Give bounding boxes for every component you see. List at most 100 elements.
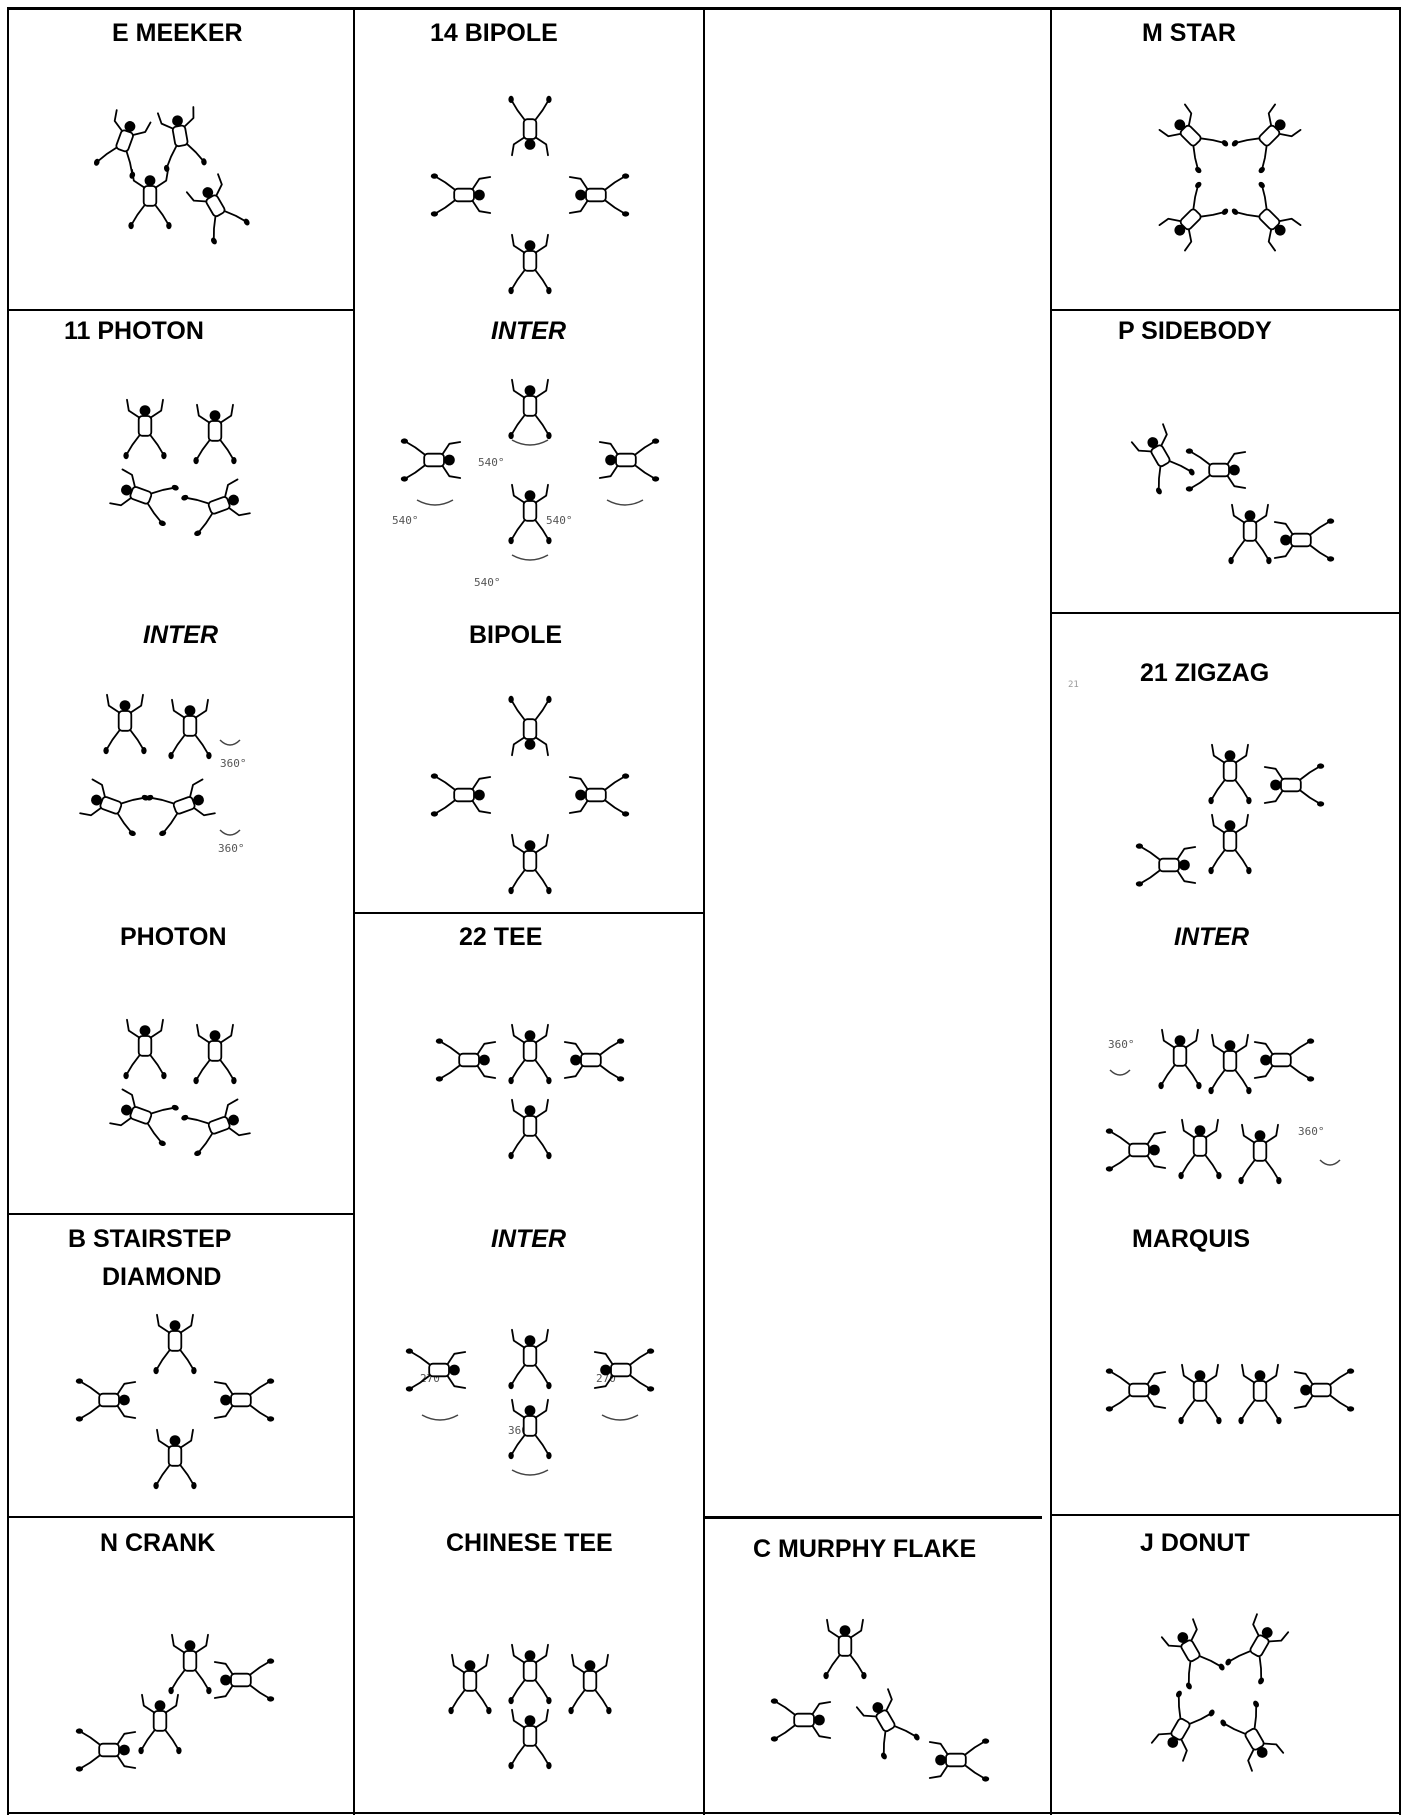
label-21-zigzag: 21 ZIGZAG [1140, 658, 1269, 688]
skydiver-figure [508, 1710, 551, 1769]
skydiver-figure [1265, 763, 1324, 806]
skydiver-figure [431, 773, 490, 816]
diagram-chinese-tee [380, 1600, 680, 1780]
row-divider-c4-2 [1050, 612, 1401, 614]
label-inter-photon: INTER [143, 620, 218, 650]
skydiver-figure [1178, 1120, 1221, 1179]
skydiver-figure [79, 776, 150, 837]
rotation-arrow [220, 830, 240, 835]
diagram-inter-photon [30, 680, 330, 880]
skydiver-figure [1231, 181, 1304, 254]
label-inter-tee: INTER [491, 1224, 566, 1254]
diagram-inter-zigzag [1080, 1000, 1380, 1190]
col-divider-1 [353, 7, 355, 1815]
stray-mark: 21 [1068, 680, 1079, 690]
skydiver-figure [508, 1025, 551, 1084]
diagram-11-photon [30, 380, 330, 560]
skydiver-figure [168, 1635, 211, 1694]
skydiver-figure [1231, 102, 1304, 175]
rotation-arrow [512, 440, 548, 445]
skydiver-figure [1238, 1125, 1281, 1184]
skydiver-figure [1106, 1128, 1165, 1171]
skydiver-figure [431, 173, 490, 216]
diagram-bipole [380, 690, 680, 900]
diagram-inter-bipole [380, 360, 680, 590]
rotation-arrow [220, 740, 240, 745]
label-inter-zigzag: INTER [1174, 922, 1249, 952]
skydiver-figure [215, 1658, 274, 1701]
skydiver-figure [109, 1086, 180, 1147]
skydiver-figure [145, 776, 216, 837]
skydiver-figure [436, 1038, 495, 1081]
row-divider-c3-1 [703, 1516, 1042, 1519]
diagram-21-zigzag [1080, 730, 1380, 910]
label-chinese-tee: CHINESE TEE [446, 1528, 613, 1558]
skydiver-figure [570, 773, 629, 816]
skydiver-figure [154, 106, 207, 172]
skydiver-figure [76, 1728, 135, 1771]
skydiver-figure [1149, 1690, 1216, 1763]
diagram-j-donut [1080, 1590, 1380, 1800]
skydiver-figure [401, 438, 460, 481]
rotation-arrow [512, 555, 548, 560]
skydiver-figure [570, 173, 629, 216]
row-divider-c1-2 [7, 1213, 355, 1215]
skydiver-figure [508, 485, 551, 544]
skydiver-figure [168, 700, 211, 759]
skydiver-figure [930, 1738, 989, 1781]
skydiver-figure [823, 1620, 866, 1679]
skydiver-figure [1208, 745, 1251, 804]
col-divider-2 [703, 7, 705, 1815]
skydiver-figure [128, 170, 171, 229]
skydiver-figure [508, 835, 551, 894]
skydiver-figure [123, 1020, 166, 1079]
label-inter-bipole: INTER [491, 316, 566, 346]
label-marquis: MARQUIS [1132, 1224, 1250, 1254]
skydiver-figure [1186, 448, 1245, 491]
diagram-p-sidebody [1080, 400, 1380, 580]
skydiver-figure [508, 696, 551, 755]
skydiver-figure [1136, 843, 1195, 886]
rotation-arrow [1110, 1070, 1130, 1075]
border-right [1399, 7, 1401, 1815]
skydiver-figure [508, 1400, 551, 1459]
label-m-star: M STAR [1142, 18, 1236, 48]
diagram-n-crank [30, 1600, 330, 1800]
skydiver-figure [180, 1096, 251, 1157]
skydiver-figure [76, 1378, 135, 1421]
skydiver-figure [508, 380, 551, 439]
skydiver-figure [508, 96, 551, 155]
col-divider-3 [1050, 7, 1052, 1815]
skydiver-figure [153, 1430, 196, 1489]
row-divider-c1-3 [7, 1516, 355, 1518]
skydiver-figure [180, 476, 251, 537]
label-n-crank: N CRANK [100, 1528, 215, 1558]
rotation-arrow [602, 1415, 638, 1420]
skydiver-figure [1208, 815, 1251, 874]
label-j-donut: J DONUT [1140, 1528, 1250, 1558]
skydiver-figure [1238, 1365, 1281, 1424]
skydiver-figure [193, 405, 236, 464]
skydiver-figure [1255, 1038, 1314, 1081]
label-11-photon: 11 PHOTON [64, 316, 204, 346]
skydiver-figure [508, 235, 551, 294]
skydiver-figure [1224, 1612, 1291, 1685]
label-p-sidebody: P SIDEBODY [1118, 316, 1272, 346]
skydiver-figure [565, 1038, 624, 1081]
skydiver-figure [1159, 1617, 1226, 1690]
label-e-meeker: E MEEKER [112, 18, 243, 48]
skydiver-figure [508, 1330, 551, 1389]
skydiver-figure [600, 438, 659, 481]
skydiver-figure [1178, 1365, 1221, 1424]
label-b-stairstep: B STAIRSTEP [68, 1224, 231, 1254]
diagram-b-stairstep-diamond [30, 1300, 330, 1490]
label-14-bipole: 14 BIPOLE [430, 18, 558, 48]
diagram-c-murphy-flake [720, 1600, 1030, 1800]
row-divider-c2-1 [353, 912, 705, 914]
skydiver-figure [1158, 1030, 1201, 1089]
diagram-marquis [1080, 1320, 1380, 1460]
row-divider-c1-1 [7, 309, 355, 311]
skydiver-figure [109, 466, 180, 527]
diagram-photon [30, 1000, 330, 1190]
